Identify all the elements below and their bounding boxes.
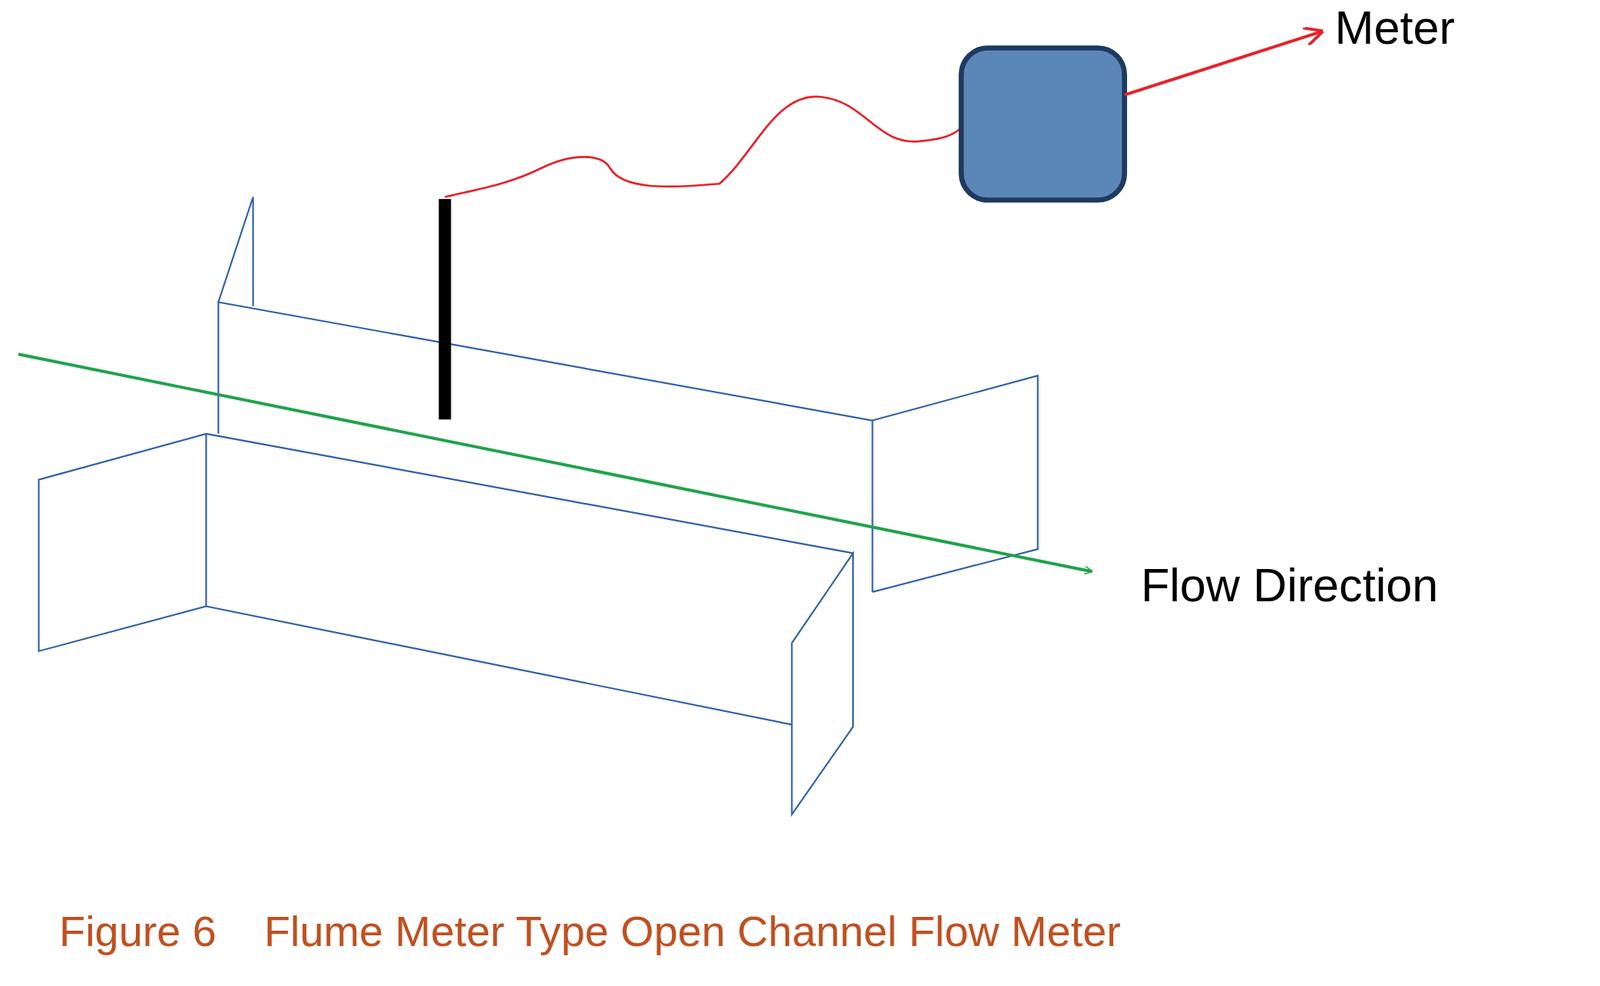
flume-walls [39,197,1039,815]
flow-arrow [18,353,1092,572]
level-probe [439,198,452,420]
transmitter-box [961,47,1125,200]
output-label: Meter [1334,3,1455,51]
figure-caption: Figure 6 Flume Meter Type Open Channel F… [59,910,1121,954]
signal-wire [444,96,962,198]
flow-label: Flow Direction [1140,561,1439,609]
output-arrow [1124,31,1323,95]
